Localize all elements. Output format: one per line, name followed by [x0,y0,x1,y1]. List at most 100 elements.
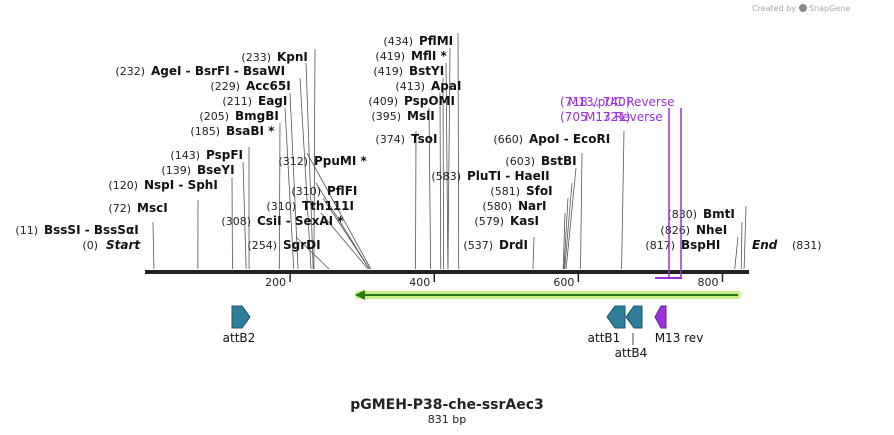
site-line [313,48,316,270]
end-pos: (831) [792,239,822,252]
site-name[interactable]: EagI [258,94,287,108]
primer-name-2: M13 Reverse [585,110,663,124]
site-pos: (826) [660,224,690,237]
primer-range-2: (705 .. 721) [560,110,630,124]
site-line [621,130,625,270]
site-name[interactable]: KpnI [277,50,308,64]
attB1-arrow-icon[interactable] [606,305,626,329]
site-pos: (583) [431,170,461,183]
site-name[interactable]: TsoI [411,132,437,146]
site-pos: (310) [291,185,321,198]
site-pos: (229) [210,80,240,93]
site-pos: (817) [645,239,675,252]
site-name[interactable]: ApoI - EcoRI [529,132,610,146]
site-name[interactable]: BssSI - BssSαI [44,223,139,237]
site-pos: (143) [170,149,200,162]
site-name[interactable]: BstYI [409,64,444,78]
site-name[interactable]: NarI [518,199,547,213]
site-name[interactable]: SgrDI [283,238,321,252]
site-line [289,92,299,270]
site-line [428,107,432,270]
site-name[interactable]: PluTI - HaeII [467,169,550,183]
site-name[interactable]: PspFI [206,148,243,162]
site-line [562,212,566,270]
snapgene-logo-icon [799,4,807,12]
site-name[interactable]: DrdI [499,238,528,252]
tick-label: 400 [409,276,430,289]
site-pos: (374) [375,133,405,146]
site-name[interactable]: PflMI [419,34,453,48]
site-pos: (312) [278,155,308,168]
site-name[interactable]: CsiI - SexAI * [257,214,344,228]
map-title: pGMEH-P38-che-ssrAec3 [350,397,544,413]
site-pos: (537) [463,239,493,252]
site-name[interactable]: BseYI [197,163,235,177]
backbone [145,270,749,274]
site-name[interactable]: BsaBI * [226,124,275,138]
site-name[interactable]: ApaI [431,79,461,93]
end-label: End [752,238,778,252]
attB2-arrow-icon[interactable] [231,305,251,329]
credit-text: Created by [752,4,796,13]
site-line [242,161,247,270]
site-name[interactable]: MflI * [411,49,447,63]
primer-name-2-text: M13 Reverse [585,110,663,124]
site-name[interactable]: KasI [510,214,539,228]
site-name[interactable]: Tth111I [302,199,354,213]
site-pos: (603) [505,155,535,168]
site-name[interactable]: SfoI [526,184,553,198]
site-line [564,182,573,270]
site-line [734,236,739,270]
site-line [445,62,449,270]
site-line [299,77,312,270]
site-line [565,167,577,270]
site-name[interactable]: PspOMI [404,94,455,108]
site-line [740,221,743,270]
site-pos: (434) [383,35,413,48]
site-line [295,236,330,270]
site-pos: (232) [115,65,145,78]
site-pos: (660) [493,133,523,146]
site-name[interactable]: BstBI [541,154,577,168]
site-name[interactable]: PflFI [327,184,357,198]
site-pos: (413) [395,80,425,93]
site-pos: (11) [15,224,38,237]
orf-arrowhead-icon [355,290,365,300]
site-name[interactable]: Acc65I [246,79,291,93]
site-line [532,236,535,270]
primer-name-1-text: M13/pUC Reverse [568,95,675,109]
attB4-arrow-icon[interactable] [625,305,643,329]
site-name[interactable]: BspHI [681,238,720,252]
m13rev-label: M13 rev [655,331,704,345]
attB4-label: attB4 [615,346,648,360]
primer-range-1: (718 .. 740) [560,95,630,109]
start-label: Start [106,238,141,252]
site-name[interactable]: MscI [137,201,168,215]
site-line [305,62,314,270]
site-line [320,212,369,270]
site-line [563,197,569,270]
m13rev-arrow-icon[interactable] [654,305,667,329]
site-pos: (308) [221,215,251,228]
site-pos: (139) [161,164,191,177]
site-pos: (830) [667,208,697,221]
site-pos: (395) [371,110,401,123]
site-name[interactable]: BmtI [703,207,735,221]
site-name[interactable]: AgeI - BsrFI - BsaWI [151,64,285,78]
site-name[interactable]: NspI - SphI [144,178,218,192]
attB1-label: attB1 [588,331,621,345]
site-line [743,205,747,270]
site-name[interactable]: NheI [696,223,727,237]
tick-label: 800 [697,276,718,289]
site-pos: (579) [474,215,504,228]
credit-brand: SnapGene [809,4,850,13]
site-pos: (581) [490,185,520,198]
site-name[interactable]: PpuMI * [314,154,368,168]
site-labels: (11)BssSI - BssSαI(72)MscI(120)NspI - Sp… [15,34,734,252]
site-name[interactable]: MslI [407,109,435,123]
site-lines [152,32,747,270]
site-name[interactable]: BmgBI [235,109,279,123]
site-pos: (205) [199,110,229,123]
